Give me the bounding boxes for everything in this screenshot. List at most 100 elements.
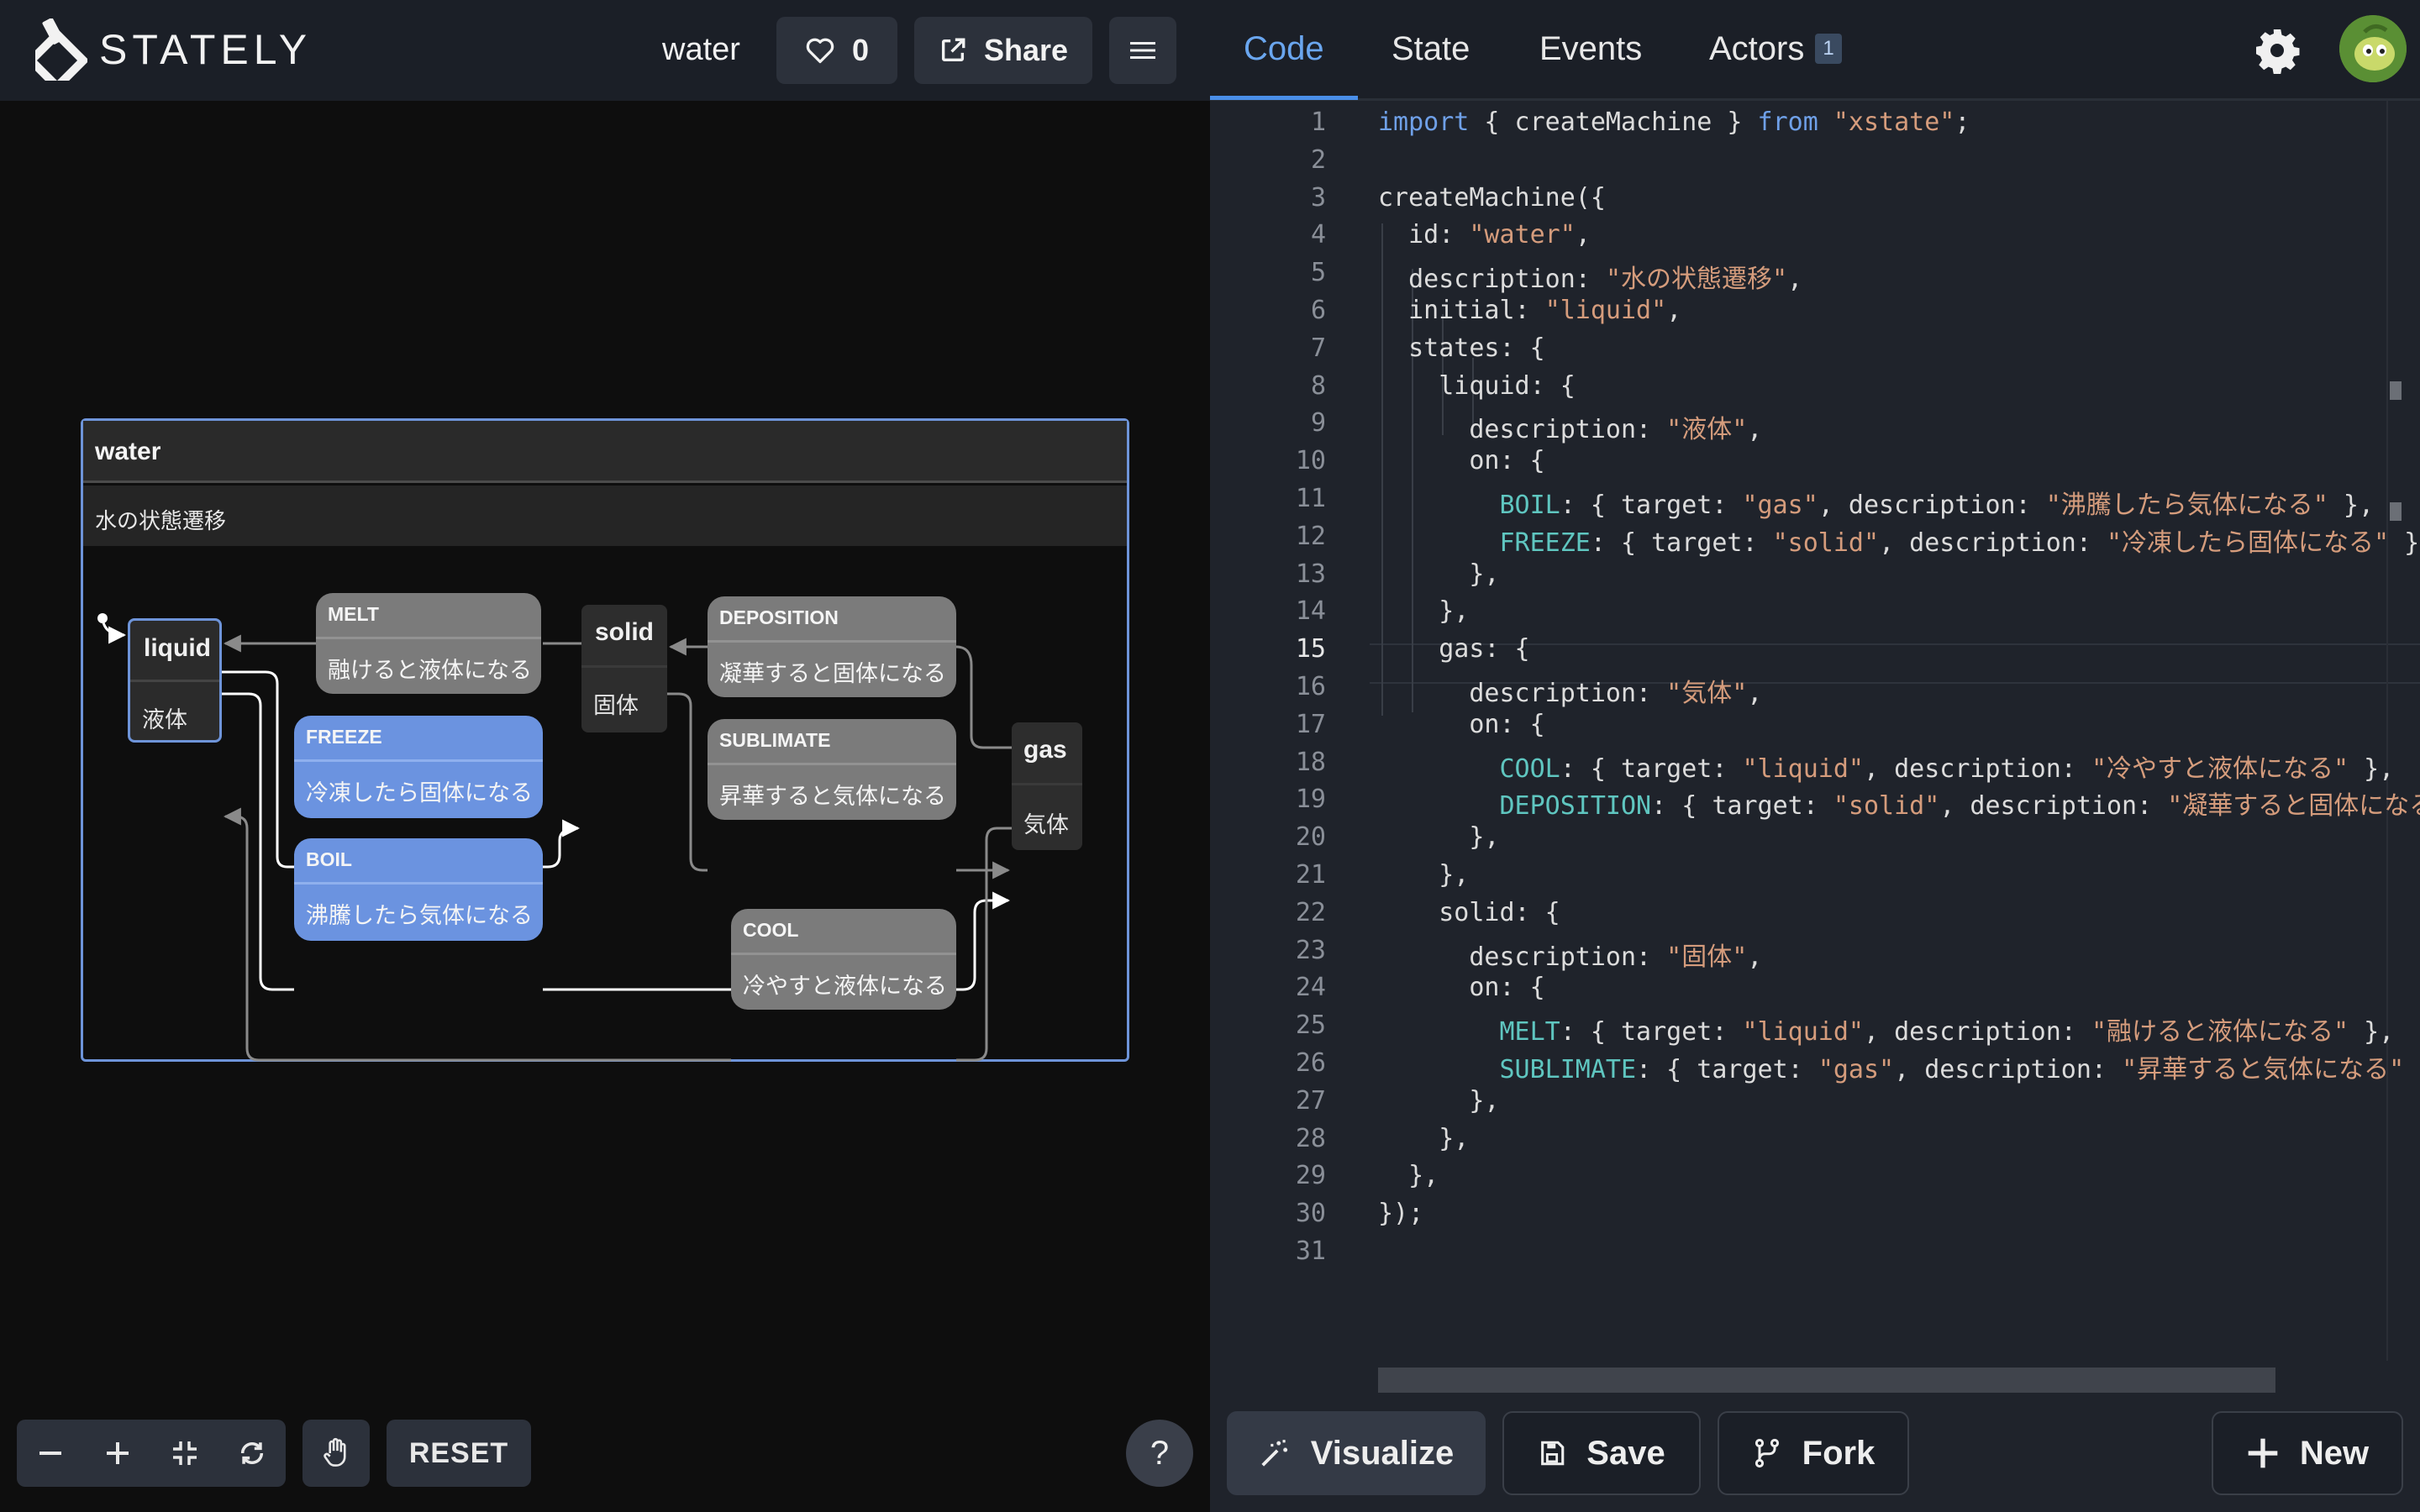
line-number: 31: [1295, 1236, 1326, 1266]
vertical-scrollbar[interactable]: [2386, 101, 2420, 1361]
event-freeze[interactable]: FREEZE 冷凍したら固体になる: [294, 716, 543, 818]
new-button[interactable]: New: [2212, 1411, 2403, 1495]
code-line: },: [1378, 822, 1500, 853]
code-line: description: "水の状態遷移",: [1378, 265, 1803, 295]
line-number: 14: [1295, 596, 1326, 627]
line-number: 4: [1310, 220, 1326, 250]
fork-label: Fork: [1802, 1434, 1876, 1472]
edge-cool: [225, 816, 1012, 1062]
state-divider: [130, 680, 219, 682]
event-description: 冷やすと液体になる: [743, 974, 947, 999]
code-line: initial: "liquid",: [1378, 296, 1682, 325]
reset-zoom-button[interactable]: [218, 1420, 286, 1487]
code-line: SUBLIMATE: { target: "gas", description:…: [1499, 1055, 2420, 1084]
line-number: 25: [1295, 1011, 1326, 1041]
zoom-in-button[interactable]: [84, 1420, 151, 1487]
line-number: 24: [1295, 973, 1326, 1003]
like-button[interactable]: 0: [776, 17, 897, 84]
save-button[interactable]: Save: [1502, 1411, 1701, 1495]
pan-mode-button[interactable]: [302, 1420, 370, 1487]
line-number: 28: [1295, 1123, 1326, 1153]
tab-events[interactable]: Events: [1539, 30, 1643, 67]
event-divider: [316, 637, 541, 639]
code-line: },: [1378, 1085, 1500, 1116]
heart-icon: [806, 38, 834, 64]
machine-description-row: 水の状態遷移: [83, 486, 1127, 546]
current-line-highlight: [1370, 643, 2420, 684]
code-line: description: "液体",: [1378, 415, 1763, 445]
event-divider: [731, 953, 956, 955]
state-description: 気体: [1023, 812, 1069, 837]
event-divider: [294, 882, 543, 885]
event-cool[interactable]: COOL 冷やすと液体になる: [731, 909, 956, 1010]
state-name: liquid: [144, 634, 211, 662]
line-number: 5: [1310, 258, 1326, 288]
plus-icon: [107, 1442, 129, 1464]
code-line: solid: {: [1378, 897, 1560, 927]
active-tab-indicator: [1210, 96, 1358, 100]
state-node-liquid[interactable]: liquid 液体: [128, 618, 222, 743]
indent-guide: [1472, 358, 1474, 433]
transition-edges: [97, 613, 1210, 1062]
line-number: 6: [1310, 296, 1326, 325]
shrink-icon: [173, 1441, 197, 1465]
state-node-gas[interactable]: gas 気体: [1012, 722, 1082, 850]
event-description: 融けると液体になる: [328, 658, 532, 683]
code-line: },: [1378, 559, 1500, 589]
line-number: 7: [1310, 333, 1326, 363]
edge-freeze: [222, 670, 578, 869]
code-line: id: "water",: [1378, 220, 1591, 250]
avatar[interactable]: [2339, 15, 2407, 82]
event-deposition[interactable]: DEPOSITION 凝華すると固体になる: [708, 596, 956, 697]
horizontal-scrollbar[interactable]: [1378, 1368, 2275, 1393]
state-machine-canvas[interactable]: water 水の状態遷移 liquid 液体 sol: [0, 101, 1210, 1512]
line-number: 9: [1310, 408, 1326, 438]
zoom-controls: [17, 1420, 286, 1487]
event-boil[interactable]: BOIL 沸騰したら気体になる: [294, 838, 543, 941]
visualize-button[interactable]: Visualize: [1227, 1411, 1486, 1495]
code-line: COOL: { target: "liquid", description: "…: [1499, 753, 2395, 784]
stately-logo-icon[interactable]: [35, 18, 87, 81]
code-line: },: [1378, 1161, 1439, 1191]
event-divider: [708, 640, 956, 643]
machine-name-label: water: [662, 32, 740, 67]
event-sublimate[interactable]: SUBLIMATE 昇華すると気体になる: [708, 719, 956, 820]
tab-state[interactable]: State: [1392, 30, 1470, 67]
event-divider: [708, 763, 956, 765]
code-line: description: "気体",: [1378, 679, 1763, 708]
event-description: 昇華すると気体になる: [719, 784, 946, 809]
actors-count-badge: 1: [1815, 34, 1842, 64]
code-line: states: {: [1378, 333, 1545, 363]
code-line: on: {: [1378, 973, 1545, 1003]
fork-button[interactable]: Fork: [1718, 1411, 1909, 1495]
gear-icon[interactable]: [2252, 25, 2302, 76]
line-number: 16: [1295, 672, 1326, 701]
state-node-solid[interactable]: solid 固体: [581, 605, 667, 732]
code-line: },: [1378, 1123, 1470, 1153]
event-melt[interactable]: MELT 融けると液体になる: [316, 593, 541, 694]
stately-wordmark: STATELY: [99, 26, 313, 73]
line-number: 18: [1295, 747, 1326, 777]
zoom-out-button[interactable]: [17, 1420, 84, 1487]
machine-header: water: [83, 421, 1127, 483]
state-name: solid: [595, 618, 655, 646]
state-description: 固体: [593, 693, 639, 718]
share-button[interactable]: Share: [914, 17, 1092, 84]
code-line: });: [1378, 1199, 1424, 1229]
line-number: 10: [1295, 446, 1326, 476]
code-line: MELT: { target: "liquid", description: "…: [1499, 1017, 2395, 1047]
tab-actors[interactable]: Actors: [1709, 30, 1805, 67]
edge-sublimate: [667, 692, 1008, 870]
help-button[interactable]: ?: [1126, 1420, 1193, 1487]
code-line: },: [1378, 860, 1470, 890]
event-name: COOL: [743, 919, 799, 941]
code-line: import { createMachine } from "xstate";: [1378, 108, 1970, 137]
tab-code[interactable]: Code: [1244, 30, 1324, 67]
initial-transition: [97, 613, 127, 644]
fit-view-button[interactable]: [151, 1420, 218, 1487]
reset-button[interactable]: RESET: [387, 1420, 531, 1487]
line-number: 1: [1310, 108, 1326, 137]
menu-button[interactable]: [1109, 17, 1176, 84]
minus-icon: [39, 1452, 61, 1455]
